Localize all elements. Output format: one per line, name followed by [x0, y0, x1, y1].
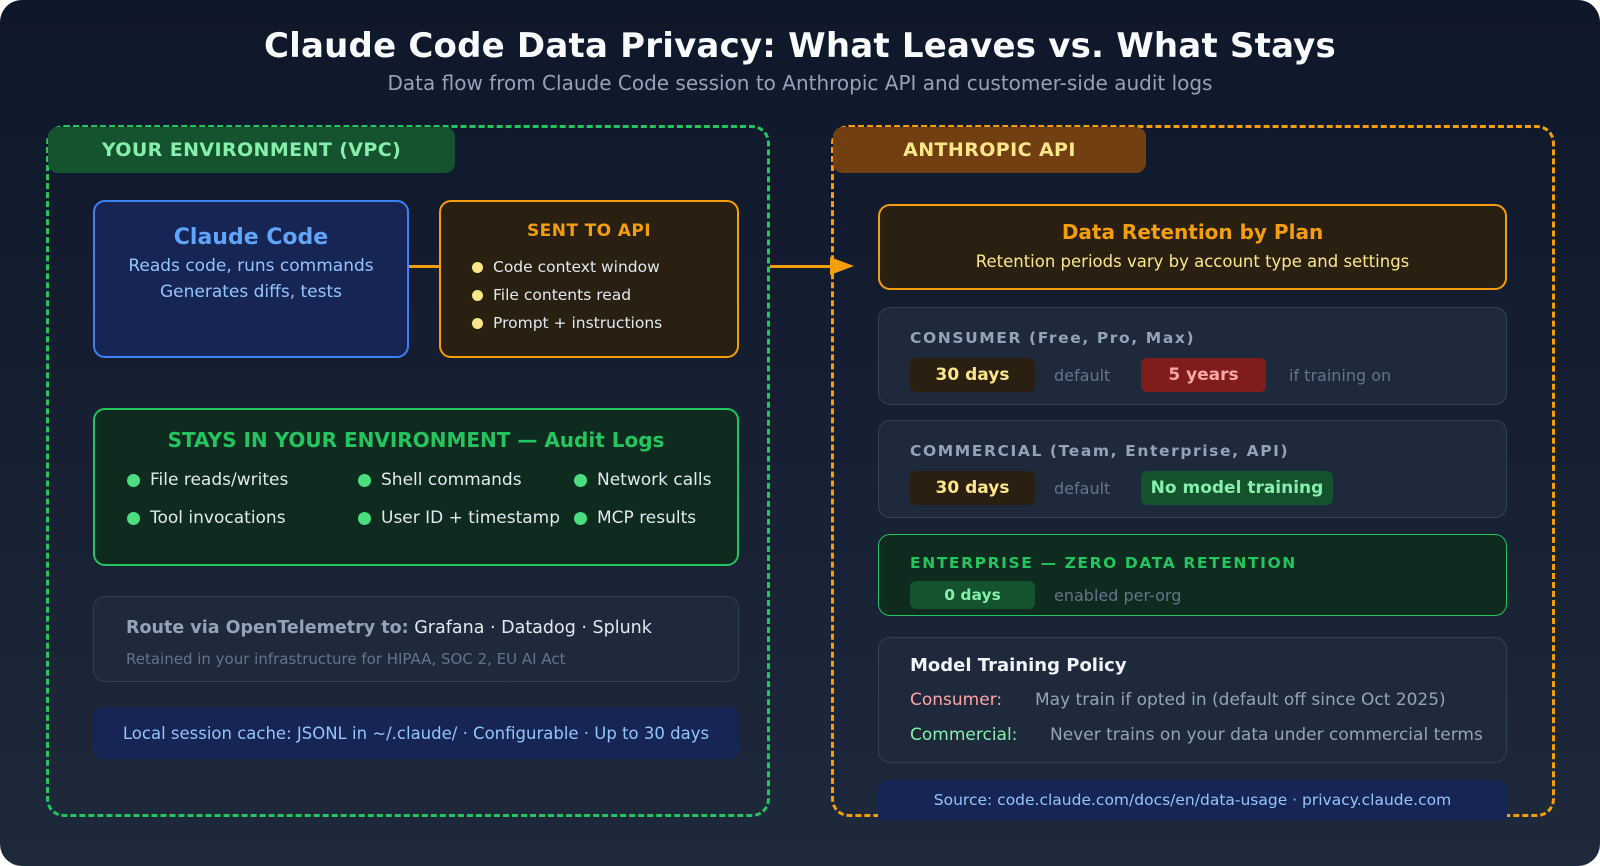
bullet-icon	[574, 473, 587, 487]
your-environment-zone	[46, 125, 770, 817]
claude-code-desc-2: Generates diffs, tests	[159, 282, 343, 302]
claude-code-desc-1: Reads code, runs commands	[128, 256, 374, 276]
sent-to-api-box: SENT TO API Code context window File con…	[439, 200, 739, 358]
policy-key: Consumer:	[910, 690, 1003, 710]
retention-badge: 30 days	[910, 471, 1035, 505]
list-item-label: User ID + timestamp	[381, 508, 561, 528]
opentelemetry-box: Route via OpenTelemetry to: Grafana · Da…	[93, 596, 739, 682]
list-item-label: Shell commands	[381, 470, 522, 490]
list-item: User ID + timestamp	[358, 508, 560, 528]
list-item: File contents read	[472, 281, 737, 309]
source-note: Source: code.claude.com/docs/en/data-usa…	[878, 780, 1507, 820]
badge-note: default	[1054, 479, 1111, 498]
no-training-badge: No model training	[1141, 471, 1333, 505]
stays-title: STAYS IN YOUR ENVIRONMENT — Audit Logs	[167, 428, 665, 452]
claude-code-title: Claude Code	[173, 225, 329, 250]
bullet-icon	[127, 473, 140, 487]
list-item-label: Network calls	[597, 470, 712, 490]
claude-code-box: Claude Code Reads code, runs commands Ge…	[93, 200, 409, 358]
enterprise-zdr-card: ENTERPRISE — ZERO DATA RETENTION 0 days …	[878, 534, 1507, 616]
commercial-plan-card: COMMERCIAL (Team, Enterprise, API) 30 da…	[878, 420, 1507, 518]
consumer-plan-card: CONSUMER (Free, Pro, Max) 30 days defaul…	[878, 307, 1507, 405]
plan-label: ENTERPRISE — ZERO DATA RETENTION	[910, 554, 1297, 572]
training-retention-badge: 5 years	[1141, 358, 1266, 392]
list-item: Prompt + instructions	[472, 309, 737, 337]
list-item: Network calls	[574, 470, 711, 490]
bullet-icon	[472, 317, 483, 329]
list-item: File reads/writes	[127, 470, 288, 490]
badge-note: default	[1054, 366, 1111, 385]
stays-in-environment-box: STAYS IN YOUR ENVIRONMENT — Audit Logs F…	[93, 408, 739, 566]
list-item: Tool invocations	[127, 508, 286, 528]
bullet-icon	[574, 511, 587, 525]
connector-line	[409, 265, 439, 268]
otel-label: Route via OpenTelemetry to:	[126, 618, 409, 638]
plan-label: CONSUMER (Free, Pro, Max)	[910, 329, 1196, 347]
badge-note: if training on	[1289, 366, 1392, 385]
flow-arrow-line	[770, 265, 832, 268]
anthropic-api-label: ANTHROPIC API	[833, 127, 1146, 173]
otel-note: Retained in your infrastructure for HIPA…	[126, 650, 566, 668]
list-item: Shell commands	[358, 470, 522, 490]
arrow-right-icon	[830, 257, 854, 275]
list-item: MCP results	[574, 508, 696, 528]
list-item-label: File reads/writes	[150, 470, 289, 490]
otel-route: Route via OpenTelemetry to: Grafana · Da…	[126, 618, 652, 638]
policy-title: Model Training Policy	[910, 655, 1127, 676]
policy-row-commercial: Commercial:	[910, 725, 1017, 745]
badge-note: enabled per-org	[1054, 586, 1182, 605]
data-retention-box: Data Retention by Plan Retention periods…	[878, 204, 1507, 290]
sent-to-api-title: SENT TO API	[527, 221, 651, 241]
sent-to-api-list: Code context window File contents read P…	[472, 253, 737, 337]
retention-subtitle: Retention periods vary by account type a…	[975, 252, 1410, 271]
bullet-icon	[358, 473, 371, 487]
bullet-icon	[127, 511, 140, 525]
retention-title: Data Retention by Plan	[1061, 220, 1324, 244]
bullet-icon	[472, 289, 483, 301]
list-item-label: MCP results	[597, 508, 697, 528]
page-subtitle: Data flow from Claude Code session to An…	[387, 71, 1213, 95]
list-item: Code context window	[472, 253, 737, 281]
list-item-label: Code context window	[493, 258, 660, 276]
list-item-label: File contents read	[493, 286, 632, 304]
list-item-label: Prompt + instructions	[493, 314, 663, 332]
model-training-policy-box: Model Training Policy Consumer: May trai…	[878, 637, 1507, 763]
bullet-icon	[472, 261, 483, 273]
retention-badge: 0 days	[910, 581, 1035, 609]
local-cache-note: Local session cache: JSONL in ~/.claude/…	[93, 707, 739, 759]
retention-badge: 30 days	[910, 358, 1035, 392]
list-item-label: Tool invocations	[150, 508, 286, 528]
policy-value: Never trains on your data under commerci…	[1050, 725, 1483, 745]
bullet-icon	[358, 511, 371, 525]
plan-label: COMMERCIAL (Team, Enterprise, API)	[910, 442, 1290, 460]
page-title: Claude Code Data Privacy: What Leaves vs…	[264, 26, 1336, 66]
policy-row-consumer: Consumer:	[910, 690, 1002, 710]
otel-destinations: Grafana · Datadog · Splunk	[414, 618, 652, 638]
policy-key: Commercial:	[910, 725, 1018, 745]
your-environment-label: YOUR ENVIRONMENT (VPC)	[48, 127, 455, 173]
policy-value: May train if opted in (default off since…	[1035, 690, 1446, 710]
